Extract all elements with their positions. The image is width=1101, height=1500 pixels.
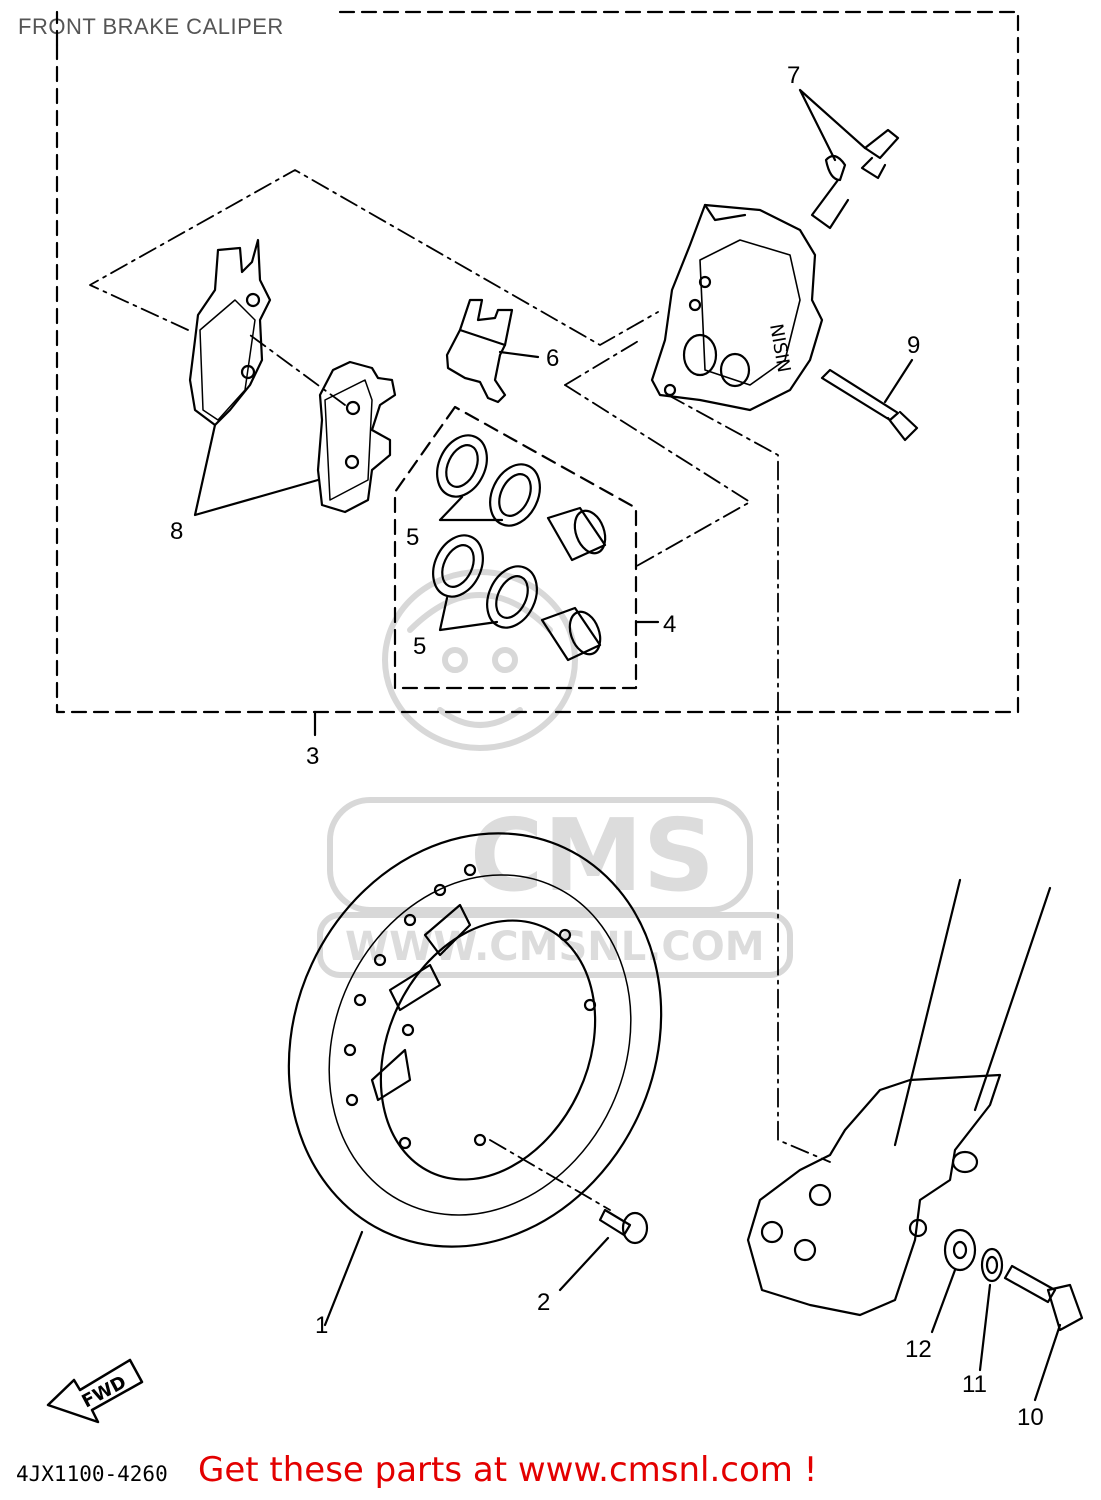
- callout-5-upper: 5: [406, 524, 419, 551]
- piston-seals: [432, 434, 541, 629]
- callout-8: 8: [170, 518, 183, 545]
- lock-washer: [980, 1247, 1004, 1283]
- leader-11: [978, 1283, 992, 1372]
- leader-5-lower: [438, 596, 499, 632]
- callout-2: 2: [537, 1289, 550, 1316]
- front-fork: [746, 878, 1052, 1317]
- leader-12: [930, 1268, 957, 1334]
- brake-pad-right: [316, 360, 397, 514]
- leader-7: [798, 88, 867, 162]
- leader-1: [323, 1230, 364, 1327]
- pad-spring: [445, 298, 514, 404]
- leader-9: [883, 358, 914, 404]
- callout-10: 10: [1017, 1404, 1044, 1431]
- watermark: [317, 569, 793, 978]
- fwd-arrow-icon: [46, 1358, 144, 1424]
- leader-5-upper: [438, 495, 504, 522]
- callout-12: 12: [905, 1336, 932, 1363]
- leader-10: [1033, 1323, 1062, 1402]
- guide-lines: [89, 169, 831, 1211]
- watermark-url: WWW.CMSNL.COM: [345, 924, 765, 970]
- seal-kit-box: [393, 405, 638, 690]
- callout-7: 7: [787, 62, 800, 89]
- callout-6: 6: [546, 345, 559, 372]
- caliper-bolt: [820, 368, 919, 442]
- callout-11: 11: [962, 1371, 987, 1398]
- mounting-bolt: [1003, 1264, 1084, 1332]
- page-title: FRONT BRAKE CALIPER: [18, 14, 284, 39]
- leader-2: [558, 1236, 610, 1292]
- pistons: [540, 506, 607, 662]
- callout-4: 4: [663, 611, 676, 638]
- callout-1: 1: [315, 1312, 328, 1339]
- callout-9: 9: [907, 332, 920, 359]
- svg-text:NISIN: NISIN: [765, 322, 794, 374]
- diagram-code: 4JX1100-4260: [16, 1462, 168, 1486]
- brake-disc: [287, 832, 663, 1248]
- bleed-screw: [810, 128, 900, 230]
- fwd-label: FWD: [78, 1372, 129, 1413]
- assembly-box: [55, 10, 1020, 714]
- callout-3: 3: [306, 743, 319, 770]
- brake-pad-left: [188, 238, 272, 427]
- footer-link-text[interactable]: Get these parts at www.cmsnl.com !: [198, 1450, 818, 1490]
- washer: [943, 1228, 977, 1272]
- disc-bolt: [598, 1208, 649, 1245]
- leader-6: [498, 350, 540, 359]
- caliper-body: NISIN: [650, 203, 824, 412]
- callout-5-lower: 5: [413, 633, 426, 660]
- leader-8: [193, 423, 320, 517]
- watermark-brand: CMS: [470, 797, 715, 914]
